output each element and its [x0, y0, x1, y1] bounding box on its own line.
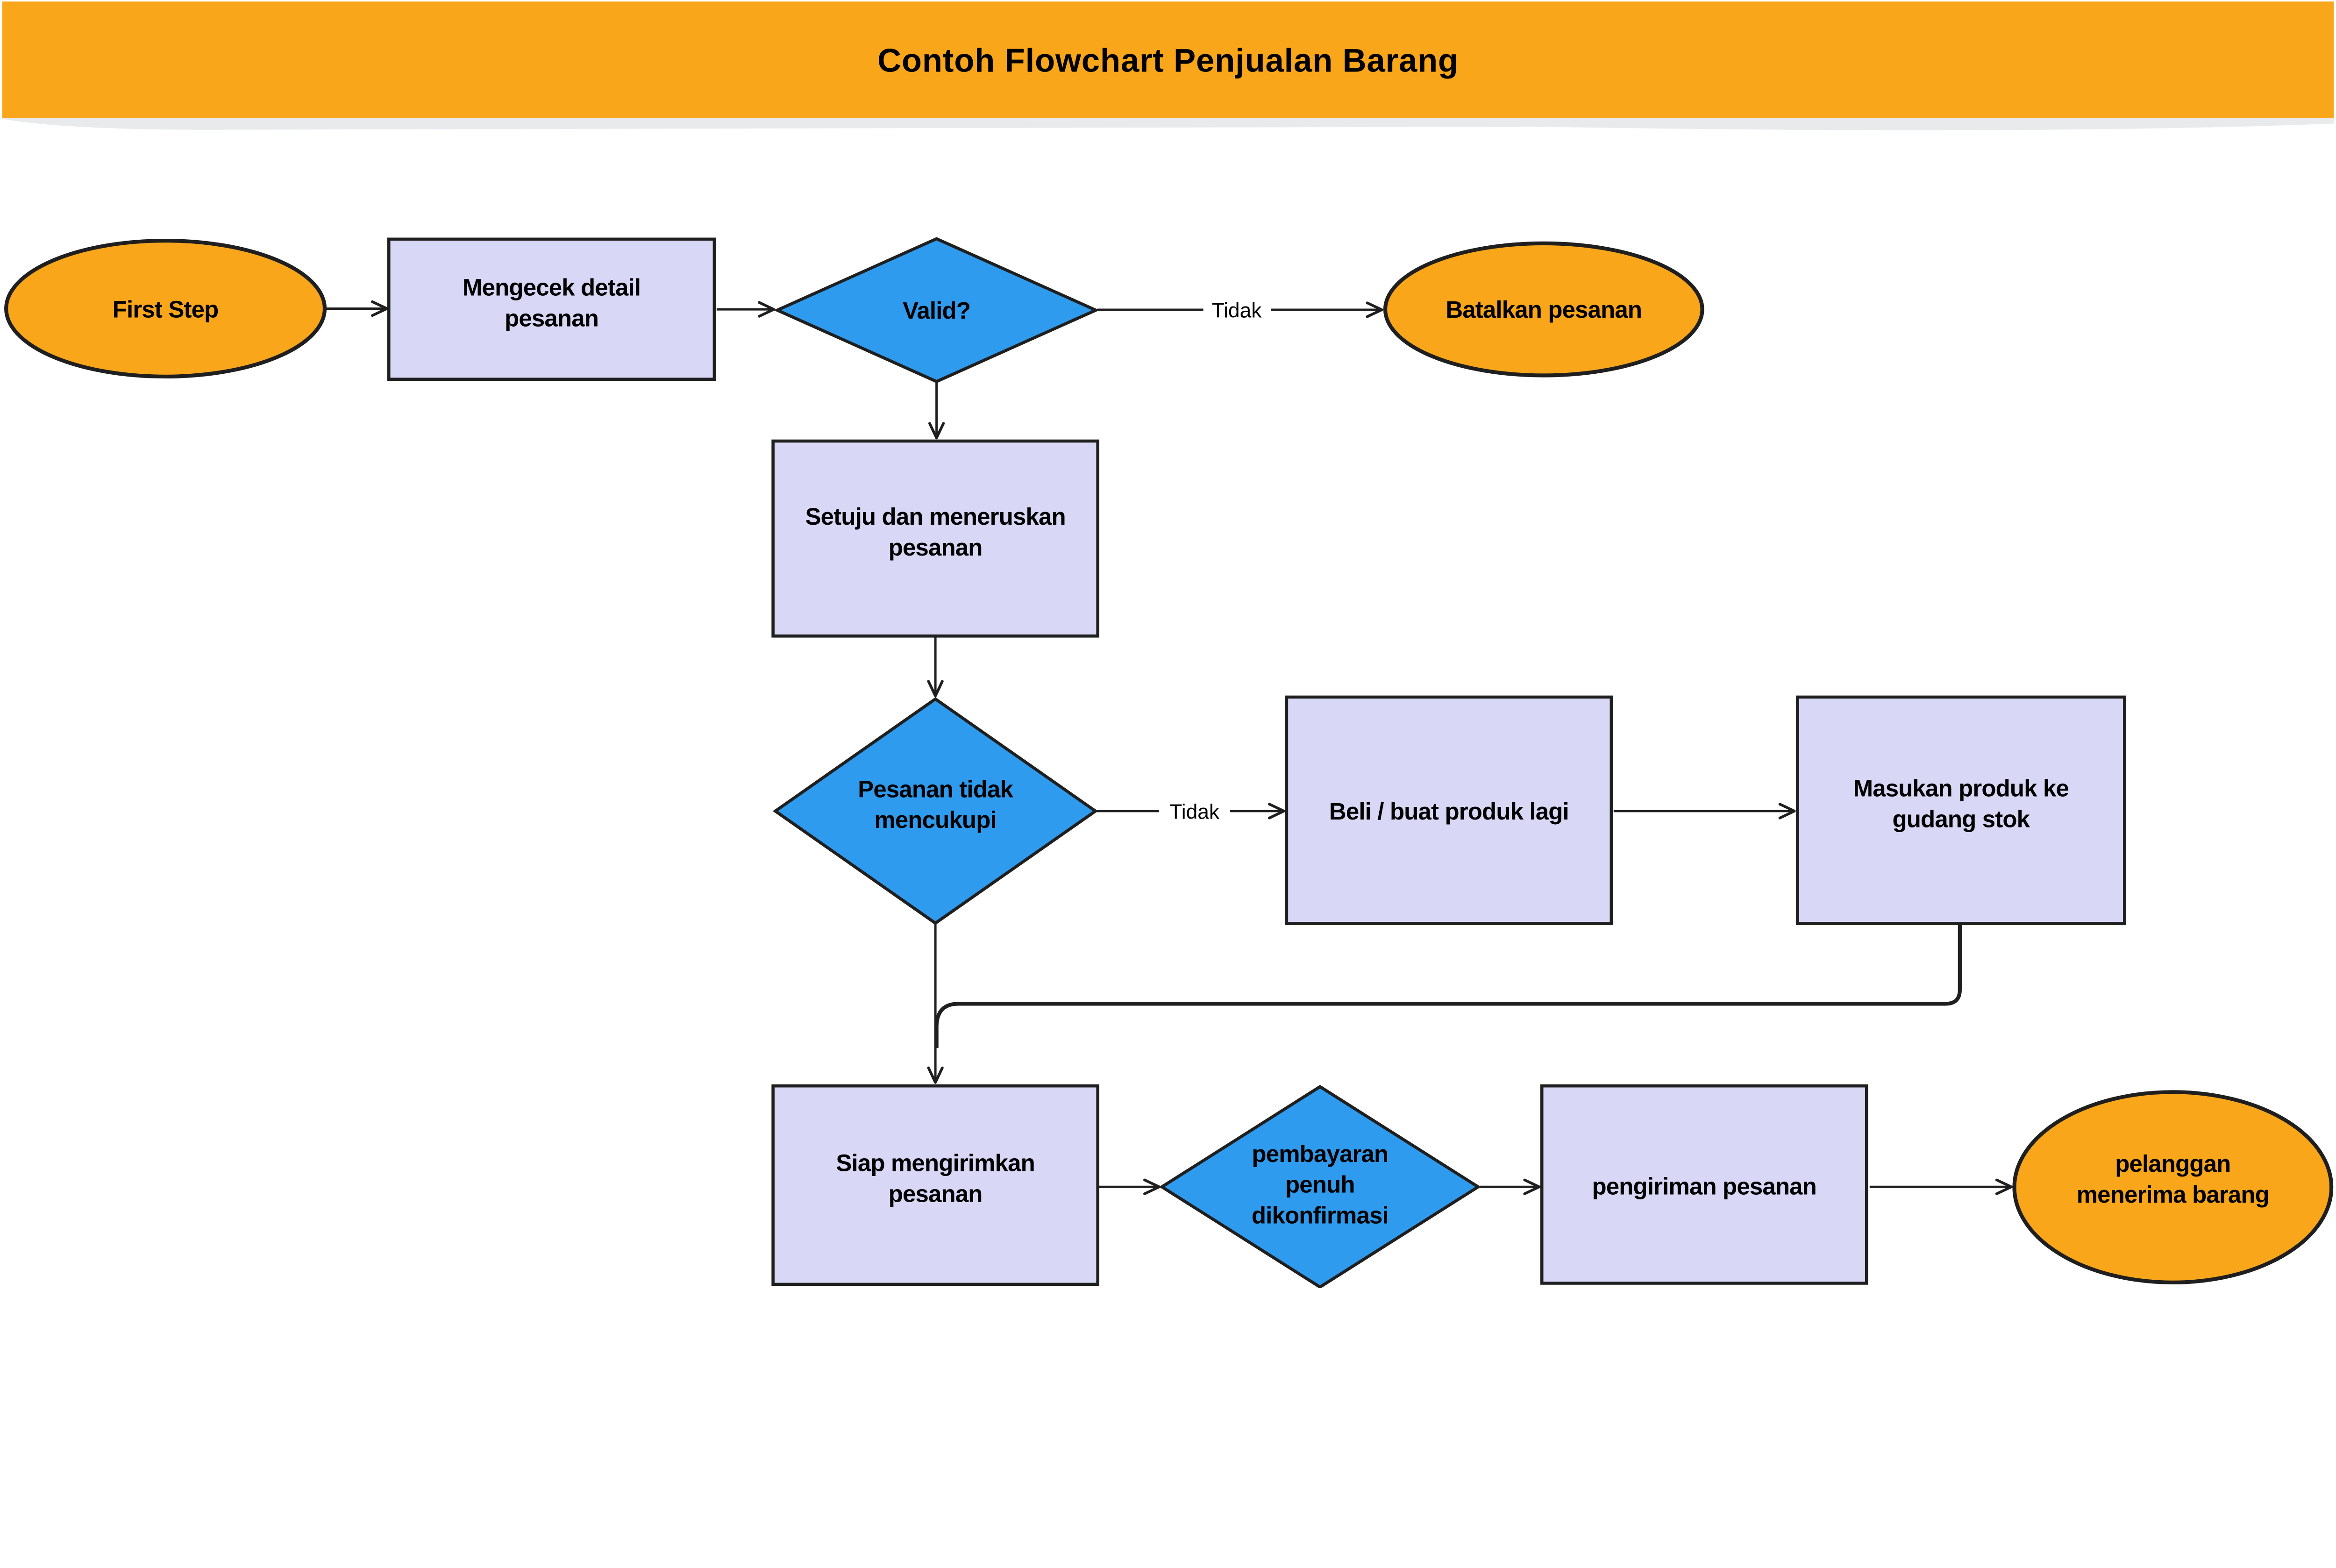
node-beli-buat-produk: Beli / buat produk lagi [1285, 695, 1613, 925]
decision-valid [773, 237, 1100, 384]
node-pesanan-tidak-label-line1: Pesanan tidak [858, 776, 1013, 802]
node-pelanggan-label-line1: pelanggan [2115, 1150, 2230, 1177]
edge-masukan-return-connector [934, 925, 1962, 1048]
node-first-step: First Step [4, 239, 327, 379]
node-pesanan-tidak-mencukupi: Pesanan tidak mencukupi [772, 697, 1098, 925]
decision-pesanan-tidak [772, 697, 1098, 925]
process-siap [771, 1084, 1099, 1286]
node-pelanggan-menerima: pelanggan menerima barang [2012, 1090, 2334, 1284]
node-first-step-label: First Step [113, 296, 219, 322]
node-setuju-meneruskan: Setuju dan meneruskan pesanan [771, 439, 1099, 638]
node-mengecek-label-line2: pesanan [505, 305, 598, 331]
process-setuju [771, 439, 1099, 638]
edges: Tidak Tidak [326, 299, 2013, 1195]
page-title: Contoh Flowchart Penjualan Barang [877, 42, 1459, 79]
node-pembayaran-label-line3: dikonfirmasi [1252, 1202, 1389, 1228]
node-pelanggan-label-line2: menerima barang [2077, 1181, 2269, 1208]
node-masukan-label-line2: gudang stok [1892, 805, 2030, 832]
terminator-batalkan [1383, 241, 1704, 378]
node-siap-label-line2: pesanan [889, 1180, 983, 1207]
node-valid-label: Valid? [903, 297, 970, 324]
node-pembayaran-dikonfirmasi: pembayaran penuh dikonfirmasi [1159, 1084, 1481, 1289]
node-setuju-label-line2: pesanan [889, 534, 983, 561]
node-batalkan-pesanan: Batalkan pesanan [1383, 241, 1704, 378]
node-batalkan-label: Batalkan pesanan [1446, 296, 1642, 323]
process-masukan [1796, 695, 2126, 925]
process-beli [1285, 695, 1613, 925]
node-valid-decision: Valid? [773, 237, 1100, 384]
decision-pembayaran [1159, 1084, 1481, 1289]
banner-shadow [2, 115, 2334, 130]
node-mengecek-detail-pesanan: Mengecek detail pesanan [387, 237, 716, 381]
process-mengecek [387, 237, 716, 381]
node-masukan-produk-gudang: Masukan produk ke gudang stok [1796, 695, 2126, 925]
terminator-pelanggan [2012, 1090, 2334, 1284]
node-beli-label: Beli / buat produk lagi [1329, 798, 1569, 825]
node-pengiriman-pesanan: pengiriman pesanan [1540, 1084, 1868, 1285]
node-pembayaran-label-line2: penuh [1285, 1171, 1355, 1198]
node-masukan-label-line1: Masukan produk ke [1853, 775, 2069, 802]
title-banner: Contoh Flowchart Penjualan Barang [2, 1, 2334, 130]
flowchart-canvas: Contoh Flowchart Penjualan Barang Tidak … [2, 1, 2334, 1289]
process-pengiriman [1540, 1084, 1868, 1285]
node-pembayaran-label-line1: pembayaran [1252, 1140, 1388, 1167]
node-pesanan-tidak-label-line2: mencukupi [874, 806, 996, 833]
banner-background [2, 1, 2334, 119]
node-mengecek-label-line1: Mengecek detail [463, 274, 641, 301]
node-setuju-label-line1: Setuju dan meneruskan [805, 503, 1066, 530]
edge-label-tidak-stok: Tidak [1169, 800, 1220, 823]
node-siap-label-line1: Siap mengirimkan [836, 1150, 1034, 1176]
node-pengiriman-label: pengiriman pesanan [1592, 1173, 1816, 1200]
node-siap-mengirimkan: Siap mengirimkan pesanan [771, 1084, 1099, 1286]
edge-label-tidak-valid: Tidak [1212, 299, 1262, 322]
terminator-first-step [4, 239, 327, 379]
